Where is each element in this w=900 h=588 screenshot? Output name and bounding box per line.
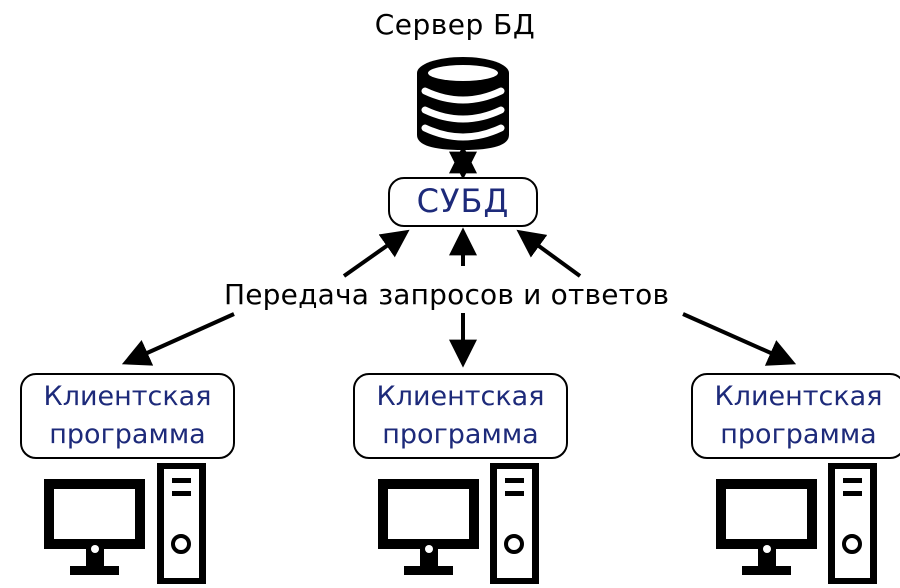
client-program-box-right: Клиентская программа (691, 373, 900, 459)
client-program-line-2: программа (720, 419, 877, 450)
computer-icon (716, 463, 877, 584)
database-icon (417, 57, 509, 150)
client-program-line-2: программа (49, 419, 206, 450)
dbms-label: СУБД (416, 182, 510, 220)
client-program-line-1: Клиентская (714, 381, 883, 412)
transfer-label: Передача запросов и ответов (222, 278, 672, 311)
right-lower-arrow (682, 312, 797, 366)
request-arrows (121, 227, 797, 368)
left-lower-arrow (121, 312, 235, 366)
client-program-line-1: Клиентская (43, 381, 212, 412)
client-program-line-2: программа (382, 419, 539, 450)
server-title: Сервер БД (374, 8, 536, 41)
client-program-line-1: Клиентская (376, 381, 545, 412)
client-program-box-center: Клиентская программа (353, 373, 568, 459)
computer-icon (378, 463, 539, 584)
left-upper-arrow (342, 229, 410, 278)
client-program-box-left: Клиентская программа (20, 373, 235, 459)
dbms-box: СУБД (388, 177, 538, 227)
computer-icon (44, 463, 206, 584)
right-upper-arrow (516, 229, 582, 278)
